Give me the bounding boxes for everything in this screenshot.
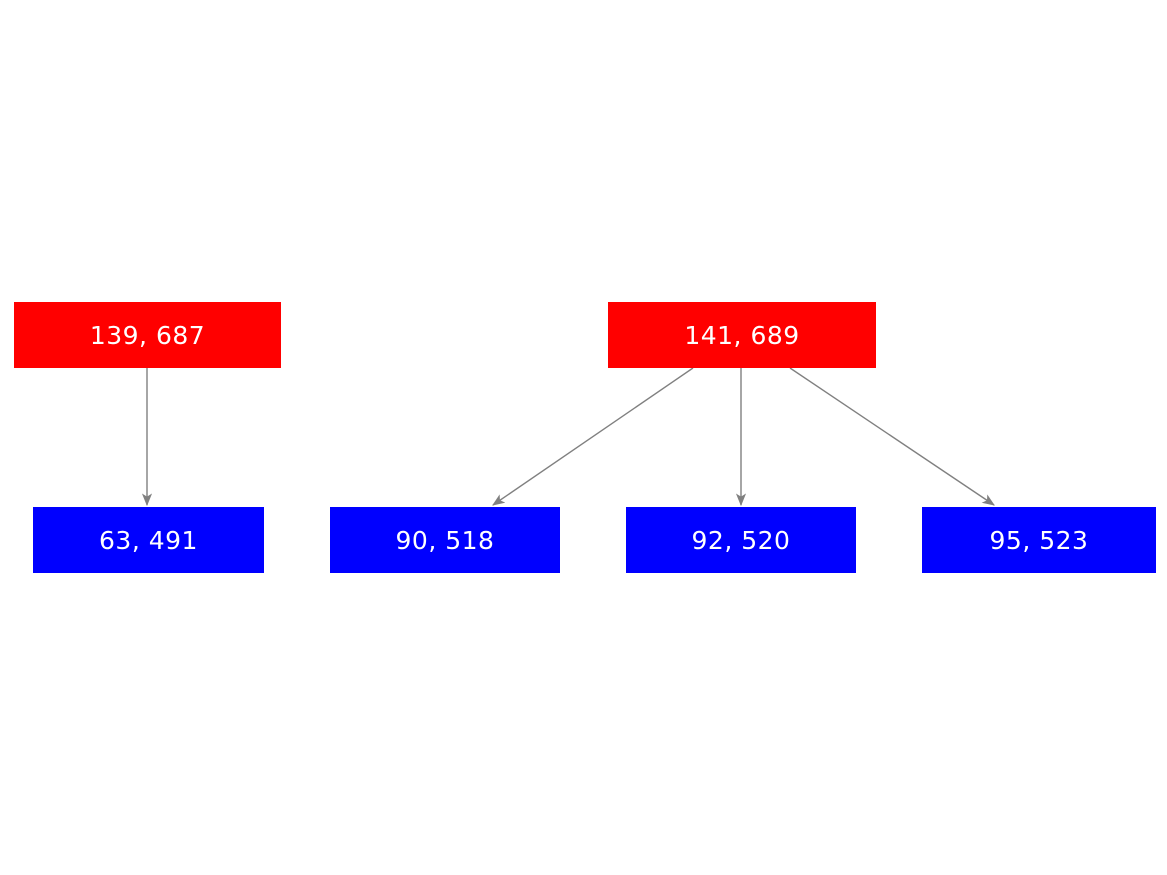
edge-n1-to-n3: [492, 367, 694, 506]
node-n3[interactable]: 90, 518: [330, 507, 560, 573]
node-label: 139, 687: [89, 320, 206, 350]
node-n0[interactable]: 139, 687: [14, 302, 281, 368]
node-label: 90, 518: [395, 525, 495, 555]
node-n2[interactable]: 63, 491: [33, 507, 264, 573]
node-label: 95, 523: [989, 525, 1089, 555]
node-label: 63, 491: [99, 525, 198, 555]
edge-group: [141, 367, 995, 507]
edge-n1-to-n5: [789, 367, 995, 506]
node-n4[interactable]: 92, 520: [626, 507, 856, 573]
node-n5[interactable]: 95, 523: [922, 507, 1156, 573]
node-n1[interactable]: 141, 689: [608, 302, 876, 368]
node-label: 92, 520: [691, 525, 791, 555]
node-label: 141, 689: [684, 320, 800, 350]
